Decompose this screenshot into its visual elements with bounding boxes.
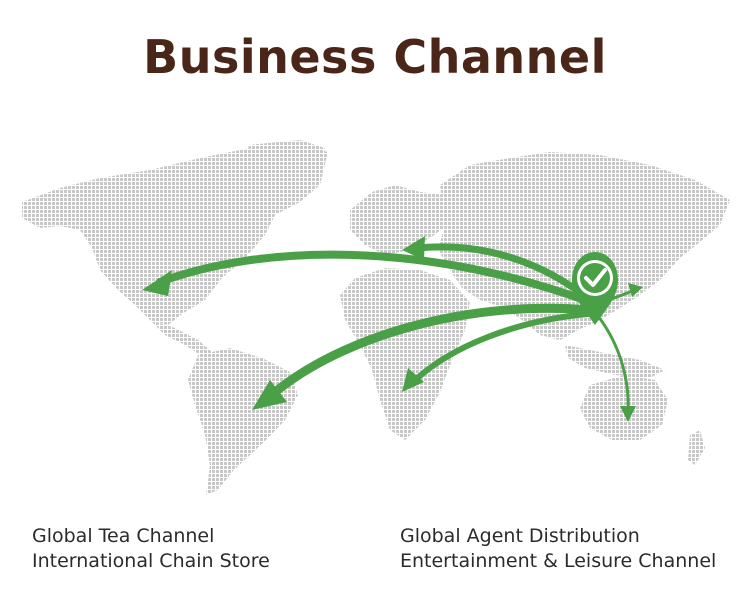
caption-global-tea-channel: Global Tea Channel <box>32 525 215 547</box>
checkmark-icon <box>584 268 607 287</box>
arrow-heads <box>142 236 643 422</box>
continents <box>22 140 730 495</box>
caption-international-chain-store: International Chain Store <box>32 550 270 572</box>
arrowhead-australia <box>620 406 636 422</box>
arrow-europe <box>414 243 594 304</box>
arrow-africa <box>407 311 591 388</box>
caption-entertainment-leisure-channel: Entertainment & Leisure Channel <box>400 550 717 572</box>
continent-greenland <box>248 140 325 192</box>
continent-asia <box>438 152 730 340</box>
world-map-icon <box>22 140 730 495</box>
arrow-north-america <box>156 250 594 306</box>
continent-new-zealand <box>688 430 705 465</box>
arrowhead-japan <box>628 283 643 297</box>
continent-europe <box>350 185 460 255</box>
continent-africa <box>340 268 470 440</box>
arrow-south-america <box>263 303 593 403</box>
caption-left: Global Tea Channel International Chain S… <box>32 524 270 574</box>
arrowhead-africa <box>402 368 424 392</box>
continent-sea-islands <box>565 345 665 378</box>
continent-central-america <box>150 320 212 358</box>
continent-north-america <box>22 142 328 325</box>
continent-south-america <box>188 348 298 495</box>
arrowhead-europe <box>402 236 425 260</box>
location-pin-icon <box>572 252 618 325</box>
arrowhead-south-america <box>252 380 287 410</box>
arrowhead-north-america <box>142 270 172 296</box>
page-title: Business Channel <box>143 30 607 84</box>
caption-right: Global Agent Distribution Entertainment … <box>400 524 716 574</box>
caption-global-agent-distribution: Global Agent Distribution <box>400 525 640 547</box>
arrow-australia <box>596 314 630 417</box>
